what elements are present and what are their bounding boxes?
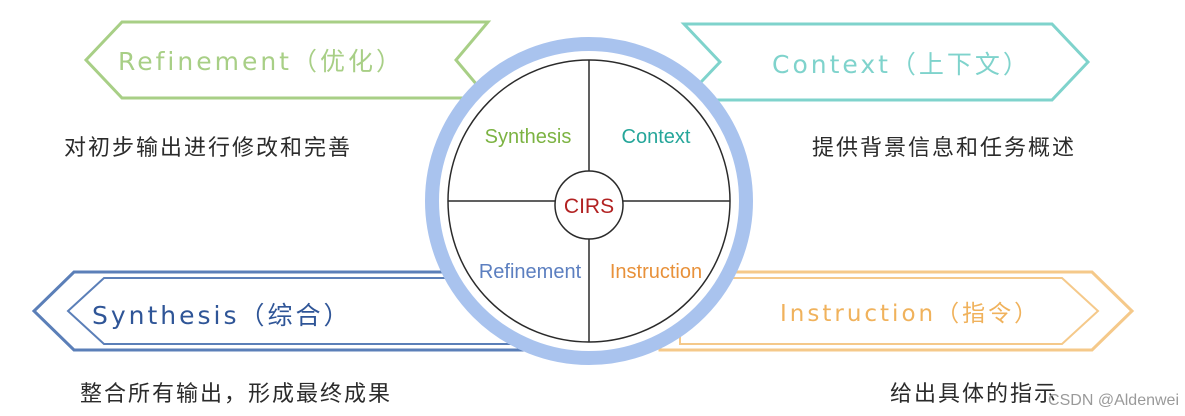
context-banner-shape	[680, 22, 1091, 102]
quadrant-synthesis: Synthesis	[485, 126, 572, 148]
instruction-banner-title: Instruction（指令）	[780, 301, 1040, 327]
context-banner-title: Context（上下文）	[772, 50, 1031, 79]
refinement-description: 对初步输出进行修改和完善	[64, 136, 353, 161]
context-description: 提供背景信息和任务概述	[812, 136, 1077, 161]
refinement-banner-title: Refinement（优化）	[118, 47, 404, 76]
instruction-description: 给出具体的指示	[890, 382, 1059, 407]
core-label: CIRS	[564, 195, 614, 218]
synthesis-banner-title: Synthesis（综合）	[92, 301, 352, 330]
core-circle	[554, 170, 624, 240]
watermark: CSDN @Aldenwei	[1048, 392, 1179, 409]
synthesis-description: 整合所有输出，形成最终成果	[80, 382, 393, 407]
quadrant-refinement: Refinement	[479, 261, 582, 283]
quadrant-instruction: Instruction	[610, 261, 702, 283]
quadrant-context: Context	[622, 126, 691, 148]
